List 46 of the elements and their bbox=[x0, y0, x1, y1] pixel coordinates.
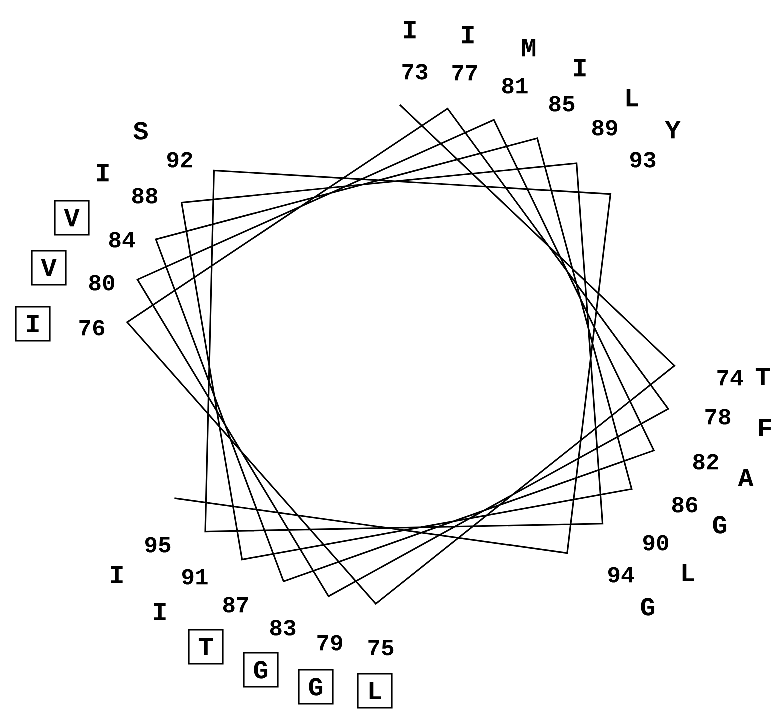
residue-letter: L bbox=[626, 89, 638, 107]
residue-letter: A bbox=[738, 469, 754, 487]
residue-letter: Y bbox=[665, 121, 681, 139]
residue-number: 82 bbox=[693, 454, 718, 470]
boxed-residue: L bbox=[357, 673, 393, 709]
residue-number: 91 bbox=[182, 569, 208, 585]
residue-number: 86 bbox=[672, 497, 698, 513]
boxed-residue: I bbox=[15, 306, 51, 342]
boxed-residue: G bbox=[243, 652, 279, 688]
residue-number: 95 bbox=[146, 537, 171, 553]
residue-number: 93 bbox=[630, 152, 656, 168]
residue-number: 83 bbox=[270, 620, 296, 636]
residue-letter: S bbox=[134, 122, 148, 140]
residue-letter: I bbox=[97, 164, 109, 182]
residue-number: 92 bbox=[168, 152, 192, 168]
residue-number: 74 bbox=[718, 370, 744, 386]
residue-letter: F bbox=[759, 419, 772, 437]
residue-number: 79 bbox=[318, 635, 342, 651]
boxed-residue: G bbox=[298, 669, 334, 705]
boxed-residue: T bbox=[188, 629, 224, 665]
boxed-residue: V bbox=[54, 200, 90, 236]
residue-number: 80 bbox=[89, 275, 114, 291]
residue-number: 89 bbox=[592, 120, 618, 136]
residue-number: 81 bbox=[502, 78, 528, 94]
residue-letter: I bbox=[462, 26, 474, 44]
residue-letter: T bbox=[756, 368, 770, 386]
residue-number: 88 bbox=[132, 188, 158, 204]
residue-number: 85 bbox=[549, 96, 575, 112]
residue-number: 77 bbox=[452, 65, 478, 81]
residue-letter: M bbox=[522, 39, 536, 57]
residue-letter: I bbox=[574, 59, 586, 77]
residue-letter: I bbox=[404, 21, 416, 39]
residue-number: 78 bbox=[706, 409, 731, 425]
residue-number: 90 bbox=[643, 535, 668, 551]
residue-letter: G bbox=[713, 516, 727, 534]
residue-number: 75 bbox=[368, 640, 394, 656]
boxed-residue: V bbox=[31, 250, 67, 286]
residue-number: 76 bbox=[80, 320, 105, 336]
residue-number: 73 bbox=[402, 64, 428, 80]
residue-number: 87 bbox=[223, 597, 248, 613]
residue-letter: I bbox=[154, 603, 166, 621]
residue-letter: I bbox=[111, 566, 123, 584]
residue-number: 84 bbox=[109, 232, 136, 248]
residue-number: 94 bbox=[608, 567, 634, 583]
residue-letter: L bbox=[682, 564, 694, 582]
residue-letter: G bbox=[641, 598, 655, 616]
